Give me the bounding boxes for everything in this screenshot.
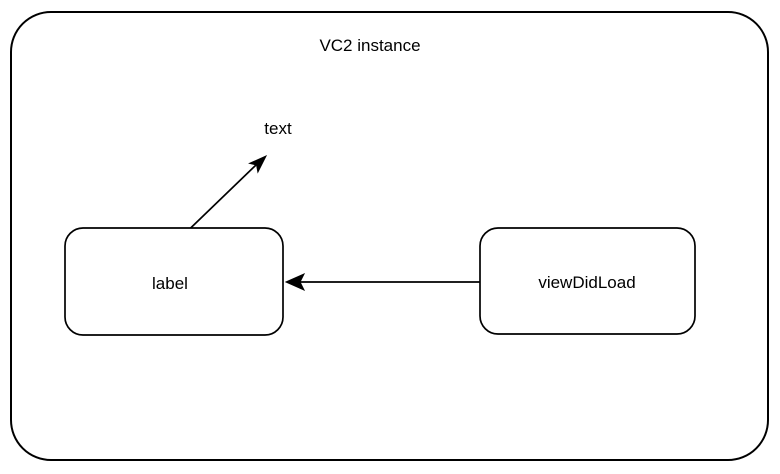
node-viewdidload-box: [479, 227, 696, 335]
node-viewdidload-text: viewDidLoad: [538, 273, 635, 292]
node-label-text: label: [152, 274, 188, 293]
node-label-box: [64, 227, 284, 336]
edge-viewdidload-to-label: [284, 272, 480, 292]
vc2-instance-border: [10, 11, 769, 461]
arrowhead-up-right-icon: [248, 154, 268, 174]
vc2-instance-container: VC2 instance: [10, 11, 769, 461]
arrowhead-left-icon: [284, 272, 306, 292]
node-label: label: [64, 227, 284, 336]
node-viewdidload: viewDidLoad: [479, 227, 696, 335]
vc2-instance-title: VC2 instance: [319, 36, 420, 55]
annotation-text-label: text: [264, 119, 292, 138]
